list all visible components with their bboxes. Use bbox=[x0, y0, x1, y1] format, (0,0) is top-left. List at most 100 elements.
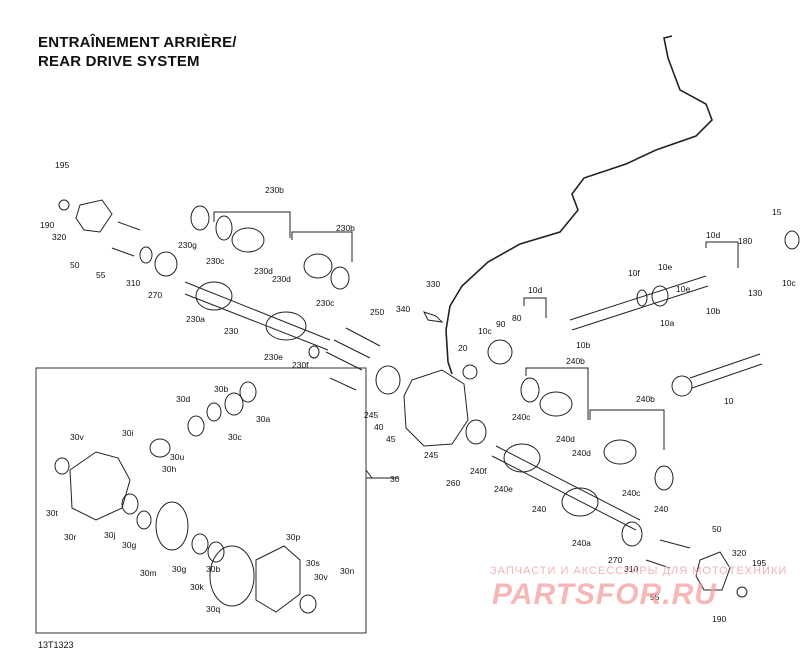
bearing-270-right bbox=[621, 521, 643, 547]
part-label-50: 50 bbox=[712, 524, 722, 534]
part-label-55: 55 bbox=[96, 270, 106, 280]
boot-230c-a bbox=[231, 227, 265, 253]
part-label-240b: 240b bbox=[566, 356, 585, 366]
spring-30g-right bbox=[191, 533, 209, 555]
part-label-230e: 230e bbox=[264, 352, 283, 362]
part-label-240c: 240c bbox=[512, 412, 531, 422]
part-label-320: 320 bbox=[52, 232, 66, 242]
part-label-230c: 230c bbox=[316, 298, 335, 308]
part-label-30c: 30c bbox=[228, 432, 242, 442]
part-label-230g: 230g bbox=[178, 240, 197, 250]
prop-shaft-10-lower bbox=[689, 353, 763, 389]
part-label-10e: 10e bbox=[676, 284, 690, 294]
part-label-230d: 230d bbox=[272, 274, 291, 284]
part-label-320: 320 bbox=[732, 548, 746, 558]
part-label-240b: 240b bbox=[636, 394, 655, 404]
part-labels: 1951903205055310270230b230c230g230d230d2… bbox=[40, 160, 796, 624]
bracket-30 bbox=[365, 469, 398, 479]
boot-230c-b bbox=[303, 253, 333, 279]
part-label-30j: 30j bbox=[104, 530, 115, 540]
part-label-240a: 240a bbox=[572, 538, 591, 548]
part-label-190: 190 bbox=[712, 614, 726, 624]
plug-20 bbox=[462, 364, 478, 380]
part-label-30v: 30v bbox=[314, 572, 328, 582]
part-label-30h: 30h bbox=[162, 464, 176, 474]
ring-310-left bbox=[139, 246, 153, 264]
part-label-310: 310 bbox=[624, 564, 638, 574]
seal-30v-right bbox=[299, 594, 317, 614]
part-label-30r: 30r bbox=[64, 532, 76, 542]
bearing-30b bbox=[206, 402, 222, 422]
boot-240c-a bbox=[539, 391, 573, 417]
watermark-logo-text: PARTSFOR.RU bbox=[492, 578, 717, 611]
bracket-10d-right bbox=[705, 241, 739, 268]
part-label-90: 90 bbox=[496, 319, 506, 329]
part-label-30p: 30p bbox=[286, 532, 300, 542]
part-label-30g: 30g bbox=[172, 564, 186, 574]
differential-exploded-box bbox=[35, 367, 367, 634]
bearing-30d bbox=[187, 415, 205, 437]
part-label-10c: 10c bbox=[478, 326, 492, 336]
part-label-195: 195 bbox=[752, 558, 766, 568]
part-label-240c: 240c bbox=[622, 488, 641, 498]
part-label-240d: 240d bbox=[556, 434, 575, 444]
yoke-10-lower bbox=[671, 375, 693, 397]
part-label-10: 10 bbox=[724, 396, 734, 406]
wheel-hub-50-right bbox=[695, 551, 731, 591]
pinion-30h bbox=[149, 438, 171, 458]
nut-320-right bbox=[736, 586, 748, 598]
part-label-240e: 240e bbox=[494, 484, 513, 494]
part-label-190: 190 bbox=[40, 220, 54, 230]
part-label-20: 20 bbox=[458, 343, 468, 353]
coupler-10a bbox=[651, 285, 669, 307]
bracket-10d bbox=[523, 297, 547, 318]
clip-340 bbox=[423, 311, 444, 323]
seal-245-left bbox=[375, 365, 401, 395]
bracket-230b-left bbox=[213, 211, 291, 238]
cv-joint-230a bbox=[195, 281, 233, 311]
part-label-30t: 30t bbox=[46, 508, 58, 518]
seal-245-right bbox=[465, 419, 487, 445]
axle-shaft-240 bbox=[491, 445, 641, 531]
ring-240-a bbox=[520, 377, 540, 403]
diagram-title-french: ENTRAÎNEMENT ARRIÈRE/ bbox=[38, 34, 237, 51]
bracket-230b-right bbox=[291, 231, 353, 262]
part-label-10d: 10d bbox=[528, 285, 542, 295]
part-label-55: 55 bbox=[650, 592, 660, 602]
part-label-270: 270 bbox=[608, 555, 622, 565]
part-label-40: 40 bbox=[374, 422, 384, 432]
part-label-80: 80 bbox=[512, 313, 522, 323]
part-label-10c: 10c bbox=[782, 278, 796, 288]
part-label-10e: 10e bbox=[658, 262, 672, 272]
part-label-270: 270 bbox=[148, 290, 162, 300]
bracket-240b-top bbox=[525, 367, 589, 420]
part-label-230d: 230d bbox=[254, 266, 273, 276]
part-label-240f: 240f bbox=[470, 466, 487, 476]
yoke-10c bbox=[487, 339, 513, 365]
part-label-30q: 30q bbox=[206, 604, 220, 614]
part-label-30i: 30i bbox=[122, 428, 133, 438]
part-label-250: 250 bbox=[370, 307, 384, 317]
clamp-230c-ring-a bbox=[215, 215, 233, 241]
part-label-30s: 30s bbox=[306, 558, 320, 568]
part-label-30k: 30k bbox=[190, 582, 204, 592]
part-label-30: 30 bbox=[390, 474, 400, 484]
part-label-230: 230 bbox=[224, 326, 238, 336]
bearing-10f bbox=[636, 289, 648, 307]
clamp-230c-ring-b bbox=[330, 266, 350, 290]
part-label-30a: 30a bbox=[256, 414, 270, 424]
cv-joint-240e bbox=[503, 443, 541, 473]
part-label-195: 195 bbox=[55, 160, 69, 170]
part-label-230b: 230b bbox=[265, 185, 284, 195]
part-label-130: 130 bbox=[748, 288, 762, 298]
prop-shaft-10-upper bbox=[569, 275, 709, 331]
part-label-10f: 10f bbox=[628, 268, 640, 278]
part-label-340: 340 bbox=[396, 304, 410, 314]
part-label-260: 260 bbox=[446, 478, 460, 488]
part-label-230a: 230a bbox=[186, 314, 205, 324]
watermark-subtitle: ЗАПЧАСТИ И АКСЕССУАРЫ ДЛЯ МОТОТЕХНИКИ bbox=[490, 565, 788, 577]
part-label-15: 15 bbox=[772, 207, 782, 217]
part-label-240: 240 bbox=[532, 504, 546, 514]
cover-30p bbox=[255, 545, 301, 613]
